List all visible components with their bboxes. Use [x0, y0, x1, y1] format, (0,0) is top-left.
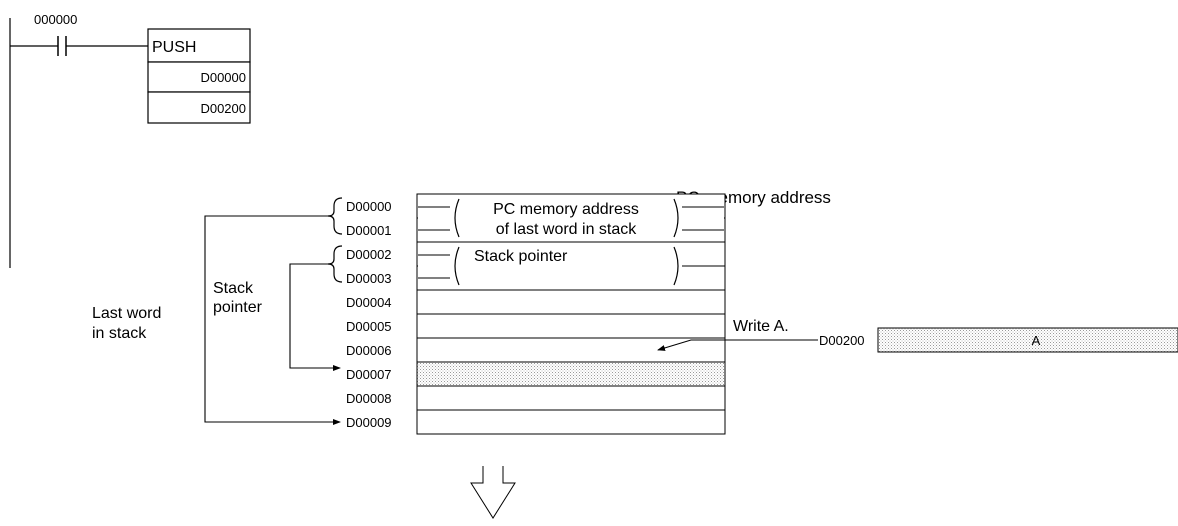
- address-d00008: D00008: [346, 391, 392, 406]
- address-d00003: D00003: [346, 271, 392, 286]
- memory-row-9: [416, 409, 726, 435]
- last-word-pointer-line: [204, 215, 341, 425]
- address-d00000: D00000: [346, 199, 392, 214]
- label-stack-pointer-1: Stack: [213, 280, 254, 297]
- stack-pointer-line: [289, 263, 341, 371]
- operand-2: D00200: [200, 101, 246, 116]
- source-address: D00200: [819, 333, 865, 348]
- cell-d00000-content: PC memory address: [493, 201, 639, 218]
- memory-row-5: [416, 313, 726, 339]
- source-word-value: A: [1032, 333, 1041, 348]
- memory-row-8: [416, 385, 726, 411]
- memory-row-7-shaded: [416, 361, 726, 387]
- address-d00005: D00005: [346, 319, 392, 334]
- operand-1: D00000: [200, 70, 246, 85]
- label-write-a: Write A.: [733, 318, 789, 335]
- address-d00002: D00002: [346, 247, 392, 262]
- down-arrow-icon: [470, 466, 516, 519]
- address-content-group: PC memory address of last word in stack: [418, 196, 724, 240]
- address-d00006: D00006: [346, 343, 392, 358]
- stack-pointer-group: Stack pointer: [418, 244, 724, 288]
- write-arrow: [657, 339, 818, 351]
- cell-d00001-content: of last word in stack: [496, 221, 638, 238]
- memory-row-4: [416, 289, 726, 315]
- brace-d00002-d00003: [327, 245, 343, 283]
- brace-d00000-d00001: [327, 197, 343, 235]
- instruction-name: PUSH: [152, 39, 196, 56]
- cell-d00002-content: Stack pointer: [474, 248, 568, 265]
- operand-box-2: [147, 91, 251, 124]
- source-word-box: [877, 327, 1178, 353]
- address-d00007: D00007: [346, 367, 392, 382]
- label-last-word-1: Last word: [92, 305, 161, 322]
- memory-row-6: [416, 337, 726, 363]
- label-last-word-2: in stack: [92, 325, 147, 342]
- instruction-box: [147, 28, 251, 63]
- address-labels: D00000 D00001 D00002 D00003 D00004 D0000…: [346, 199, 392, 430]
- no-contact-icon: [57, 36, 67, 56]
- address-d00004: D00004: [346, 295, 392, 310]
- address-d00009: D00009: [346, 415, 392, 430]
- label-stack-pointer-2: pointer: [213, 299, 263, 316]
- ladder-rung: 000000 PUSH D00000 D00200: [9, 12, 251, 268]
- contact-address: 000000: [34, 12, 77, 27]
- address-d00001: D00001: [346, 223, 392, 238]
